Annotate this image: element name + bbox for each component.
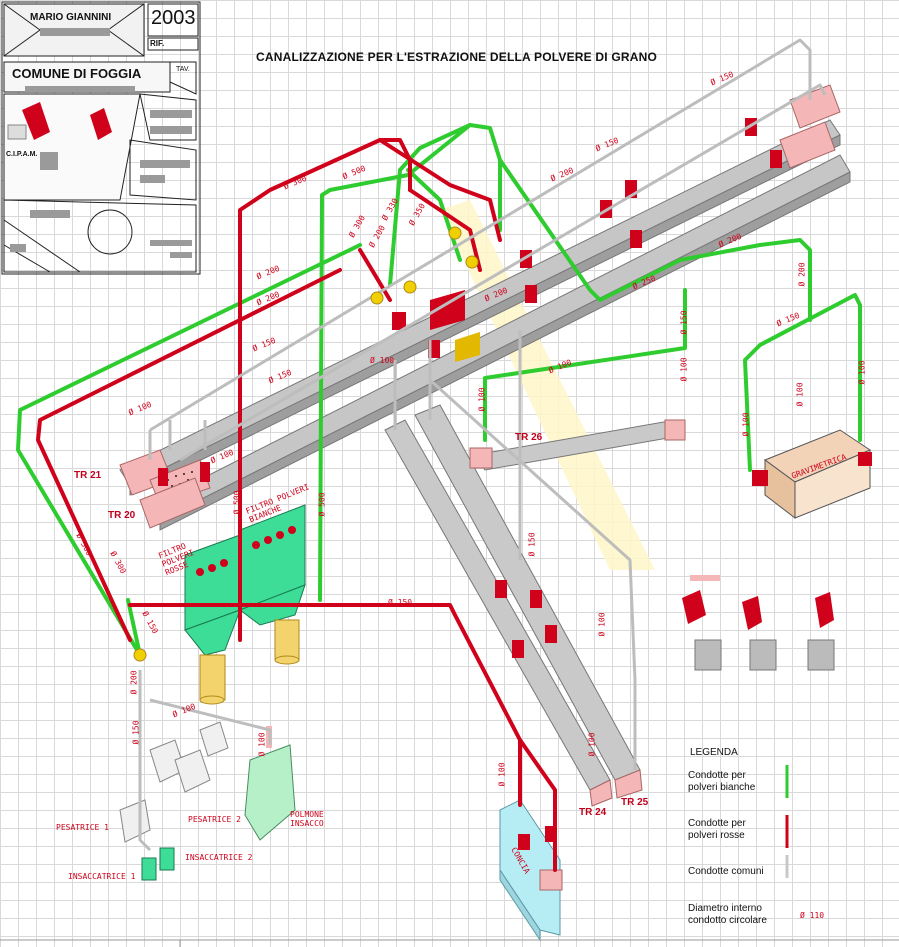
conveyor-tr24 [384, 419, 613, 807]
title-block [1, 1, 201, 275]
red-dust-ducts [36, 138, 557, 872]
dia-label: Ø 500 [232, 490, 242, 515]
pesatrice1-label: PESATRICE 1 [56, 823, 109, 832]
dia-label: Ø 150 [527, 532, 537, 557]
comune-label: COMUNE DI FOGGIA [12, 66, 142, 81]
legend-item-white: Condotte per polveri bianche [688, 770, 756, 793]
polmone-label: POLMONE INSACCO [290, 810, 324, 828]
insaccatrice2-label: INSACCATRICE 2 [185, 853, 253, 862]
tav-label: TAV. [176, 66, 190, 73]
title-valve-icons [7, 102, 112, 140]
white-dust-ducts [16, 123, 862, 657]
dia-label: Ø 100 [497, 762, 507, 787]
title-block-redactions [10, 28, 192, 258]
common-ducts [138, 38, 827, 852]
tr25-label: TR 25 [621, 797, 649, 808]
dia-label: Ø 500 [317, 492, 327, 517]
junction-dots [133, 226, 479, 662]
bottom-strip [0, 939, 899, 947]
dia-label: Ø 150 [679, 310, 689, 335]
ref-label: RIF. [150, 39, 165, 48]
conveyor-tr21 [119, 119, 841, 496]
conveyor-tr25 [414, 404, 643, 799]
legend-diameter-sample: Ø 110 [800, 911, 825, 920]
pesatrice-machines [119, 721, 229, 881]
red-valves [158, 118, 834, 850]
gravimetrica-box [752, 429, 872, 520]
dia-label: Ø 200 [797, 262, 807, 287]
dia-label: Ø 100 [597, 612, 607, 637]
pesatrice2-label: PESATRICE 2 [188, 815, 241, 824]
dia-label: Ø 100 [857, 360, 867, 385]
tr24-label: TR 24 [579, 807, 607, 818]
valve-detail-gray [694, 639, 835, 671]
legend-item-common: Condotte comuni [688, 866, 764, 877]
legend-item-diameter: Diametro interno condotto circolare [688, 903, 767, 926]
tr20-label: TR 20 [108, 510, 136, 521]
dia-label: Ø 150 [388, 598, 413, 607]
tr21-label: TR 21 [74, 470, 102, 481]
valve-detail-pink [690, 575, 720, 581]
tr20-end [139, 477, 206, 529]
filtro-bianche-body [238, 504, 306, 665]
dia-label: Ø 150 [131, 720, 141, 745]
dia-label: Ø 100 [370, 356, 395, 365]
dia-label: Ø 100 [679, 357, 689, 382]
legend-item-red: Condotte per polveri rosse [688, 818, 746, 841]
year-label: 2003 [151, 7, 196, 29]
author-name: MARIO GIANNINI [30, 12, 112, 23]
conveyor-tr26 [469, 419, 686, 471]
dia-label: Ø 100 [257, 732, 267, 757]
dia-label: Ø 100 [741, 412, 751, 437]
tr26-label: TR 26 [515, 432, 543, 443]
drawing-title: CANALIZZAZIONE PER L'ESTRAZIONE DELLA PO… [256, 50, 657, 64]
legend-title: LEGENDA [690, 747, 738, 758]
dia-label: Ø 100 [477, 387, 487, 412]
cipam-label: C.I.P.A.M. [6, 151, 38, 158]
dia-label: Ø 100 [587, 732, 597, 757]
dia-label: Ø 200 [129, 670, 139, 695]
dia-label: Ø 100 [795, 382, 805, 407]
insaccatrice1-label: INSACCATRICE 1 [68, 872, 136, 881]
